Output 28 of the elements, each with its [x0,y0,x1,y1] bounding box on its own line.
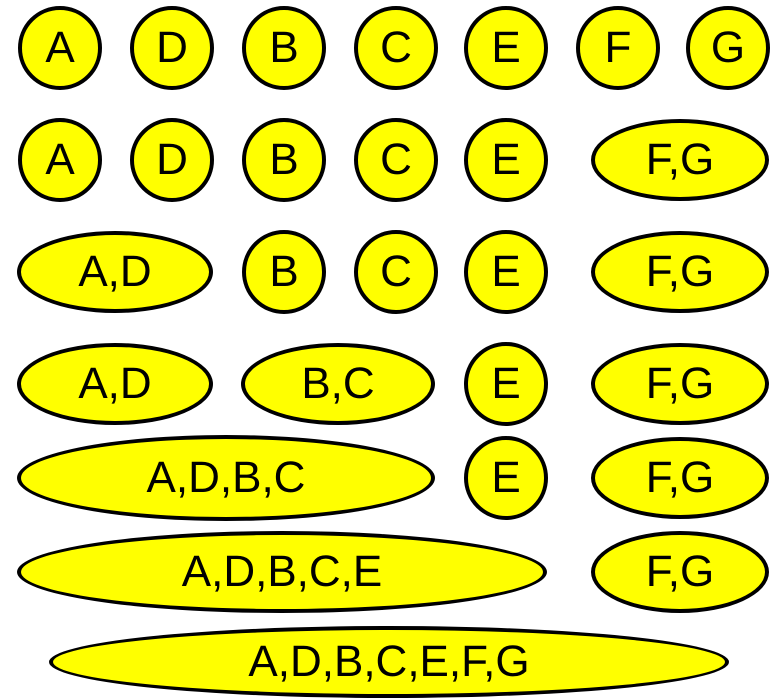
cluster-circle: E [464,436,548,520]
cluster-ellipse: A,D [17,343,213,425]
cluster-ellipse: B,C [241,343,435,425]
cluster-circle: A [18,118,102,202]
cluster-ellipse: F,G [591,343,769,425]
cluster-ellipse: F,G [591,437,769,519]
cluster-ellipse: A,D,B,C,E [17,531,547,613]
cluster-ellipse: F,G [591,231,769,313]
cluster-circle: E [464,230,548,314]
cluster-circle: A [18,6,102,90]
cluster-circle: C [354,6,438,90]
cluster-circle: F [576,6,660,90]
cluster-circle: E [464,342,548,426]
cluster-circle: D [130,118,214,202]
cluster-ellipse: A,D,B,C [17,435,435,521]
cluster-circle: E [464,6,548,90]
cluster-circle: E [464,118,548,202]
cluster-ellipse: F,G [591,119,769,201]
cluster-circle: G [686,6,770,90]
cluster-ellipse: A,D,B,C,E,F,G [49,626,729,698]
cluster-circle: B [242,6,326,90]
cluster-circle: D [130,6,214,90]
cluster-ellipse: A,D [17,231,213,313]
cluster-circle: B [242,118,326,202]
cluster-circle: B [242,230,326,314]
cluster-circle: C [354,230,438,314]
cluster-circle: C [354,118,438,202]
cluster-ellipse: F,G [591,531,769,613]
